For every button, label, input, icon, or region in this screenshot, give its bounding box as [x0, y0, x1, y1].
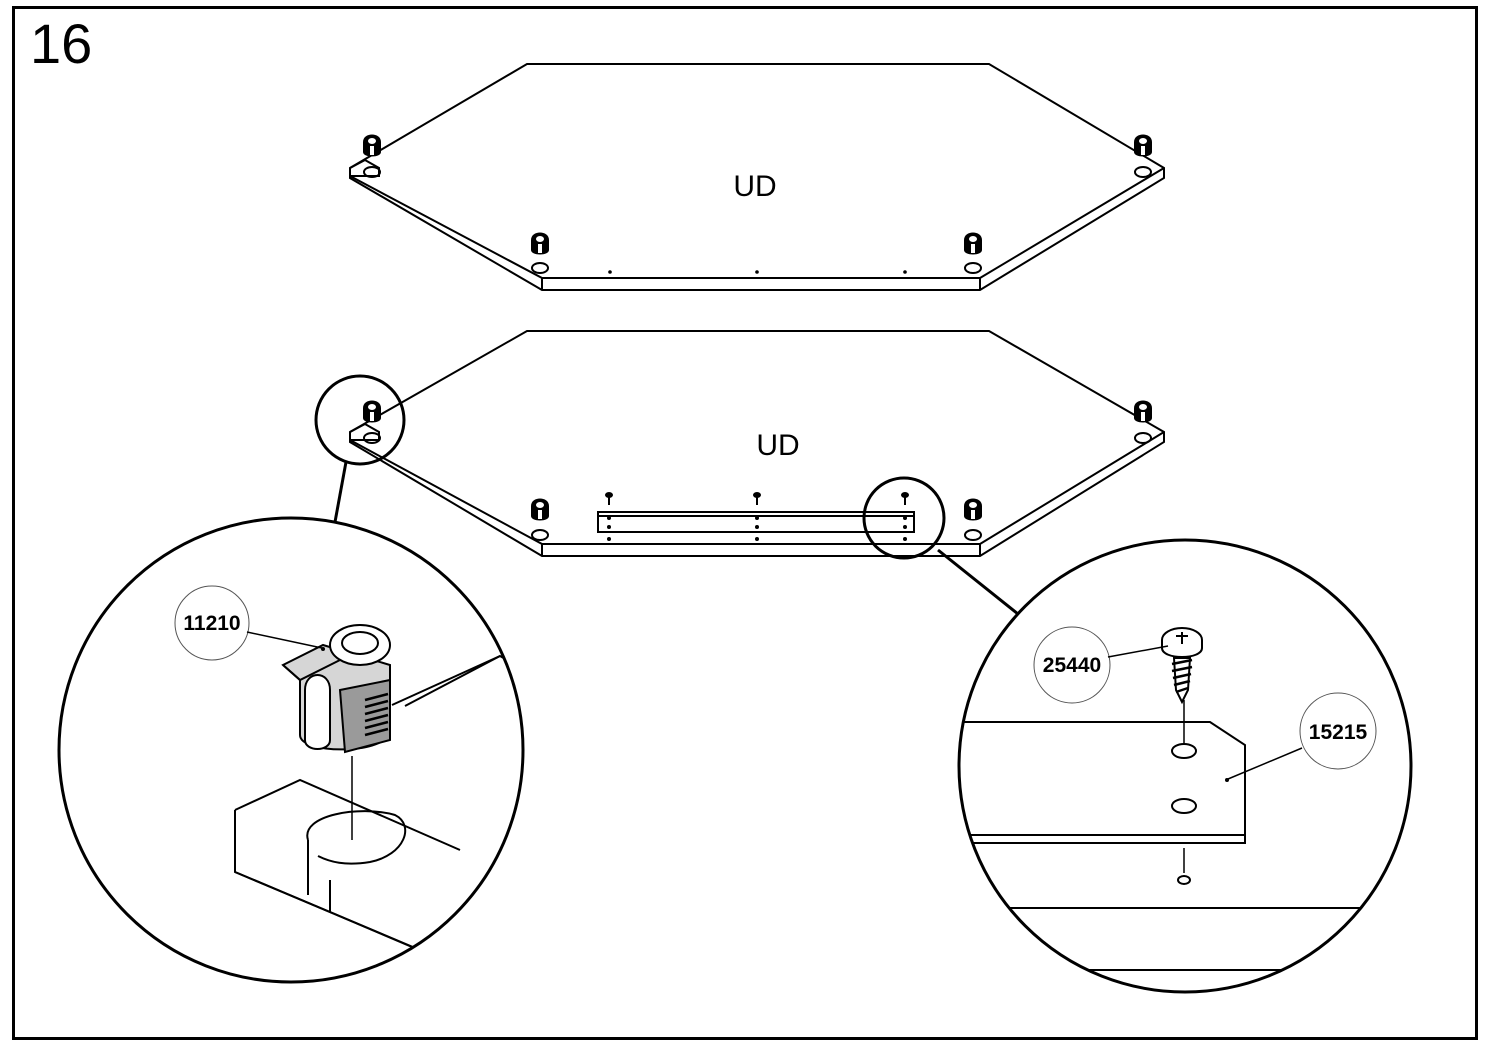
- cam-lock-part-number: 11210: [183, 612, 240, 635]
- upper-cam-locks: [363, 134, 1152, 274]
- lower-panel-label: UD: [756, 429, 799, 462]
- cam-lock-icon: [363, 400, 381, 423]
- cam-lock-icon: [1134, 134, 1152, 157]
- step-number: 16: [30, 12, 93, 75]
- cam-lock-icon: [964, 498, 982, 521]
- cam-lock-icon: [363, 134, 381, 157]
- upper-panel-label: UD: [733, 170, 776, 203]
- upper-panel: [349, 63, 1165, 291]
- cam-lock-icon: [531, 232, 549, 255]
- lower-panel: [349, 330, 1165, 557]
- cam-lock-icon: [1134, 400, 1152, 423]
- cam-lock-detail: 11210: [57, 516, 525, 984]
- cam-lock-icon: [964, 232, 982, 255]
- screw-part-number: 25440: [1043, 654, 1101, 677]
- detail-markers: [314, 374, 1019, 616]
- bracket-part-number: 15215: [1309, 721, 1368, 744]
- lower-cam-locks-and-screws: [363, 400, 1152, 541]
- step-frame: [12, 6, 1478, 1040]
- cam-lock-icon: [531, 498, 549, 521]
